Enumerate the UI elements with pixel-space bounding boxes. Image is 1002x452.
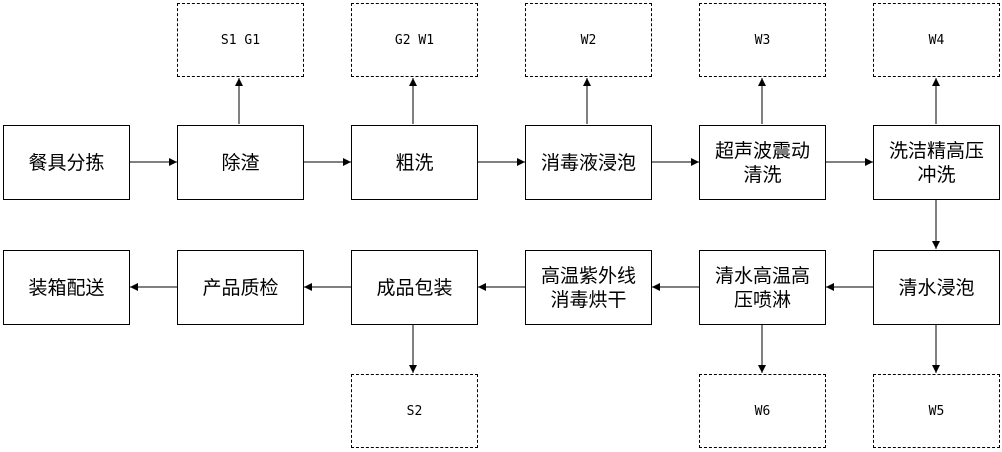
step-quality-inspection: 产品质检 (177, 250, 304, 325)
step-detergent-high-pressure-rinse: 洗洁精高压冲洗 (873, 125, 1000, 200)
output-w5: W5 (873, 374, 1000, 448)
step-disinfectant-soak: 消毒液浸泡 (525, 125, 652, 200)
output-w3: W3 (699, 3, 826, 77)
step-ultrasonic-vibration-wash: 超声波震动清洗 (699, 125, 826, 200)
step-deslagging: 除渣 (177, 125, 304, 200)
step-boxing-delivery: 装箱配送 (3, 250, 130, 325)
output-s1-g1: S1 G1 (177, 3, 304, 77)
output-g2-w1: G2 W1 (351, 3, 478, 77)
output-w4: W4 (873, 3, 1000, 77)
step-clean-water-soak: 清水浸泡 (873, 250, 1000, 325)
output-s2: S2 (351, 374, 478, 448)
step-tableware-sorting: 餐具分拣 (3, 125, 130, 200)
step-uv-disinfection-drying: 高温紫外线消毒烘干 (525, 250, 652, 325)
output-w6: W6 (699, 374, 826, 448)
output-w2: W2 (525, 3, 652, 77)
step-product-packaging: 成品包装 (351, 250, 478, 325)
step-high-temp-high-pressure-spray: 清水高温高压喷淋 (699, 250, 826, 325)
step-rough-wash: 粗洗 (351, 125, 478, 200)
